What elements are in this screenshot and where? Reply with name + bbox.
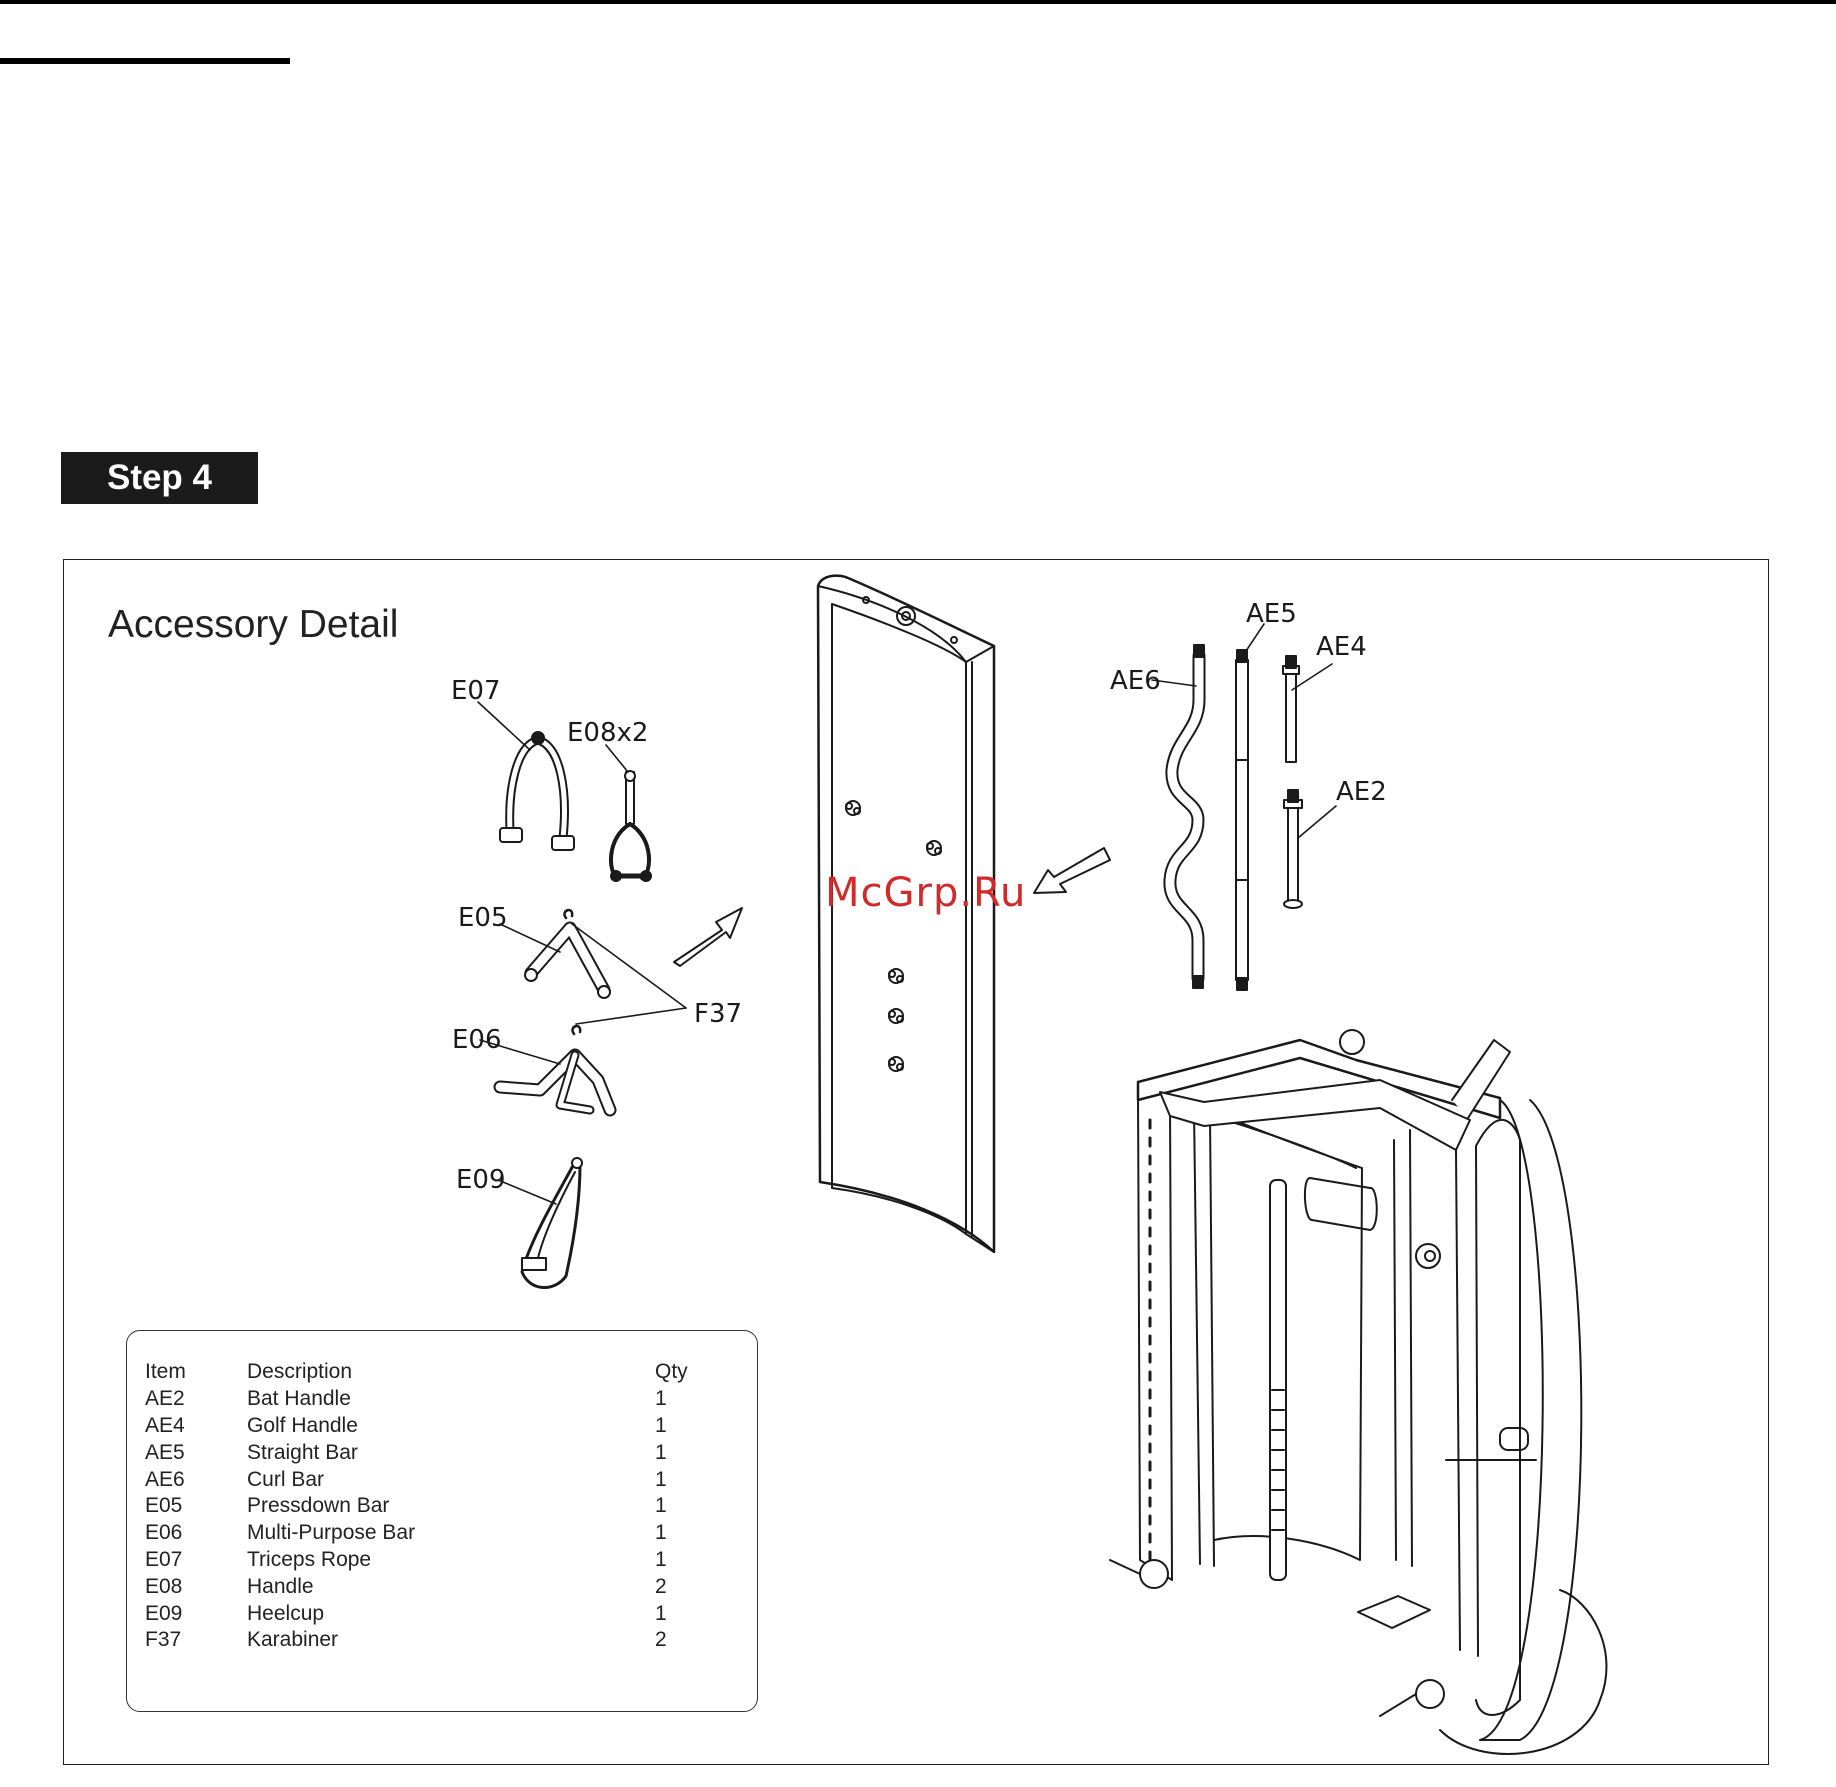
callout-e05: E05 (458, 903, 508, 933)
callout-ae6: AE6 (1110, 666, 1161, 696)
row-item: F37 (145, 1627, 247, 1654)
triceps-rope-drawing (500, 732, 574, 850)
golf-handle-drawing (1283, 656, 1299, 762)
row-qty: 1 (655, 1547, 715, 1574)
row-qty: 1 (655, 1439, 715, 1466)
callout-e09: E09 (456, 1165, 506, 1195)
row-qty: 1 (655, 1520, 715, 1547)
straight-bar-drawing (1236, 650, 1248, 990)
row-description: Handle (247, 1573, 655, 1600)
row-item: AE4 (145, 1413, 247, 1440)
row-description: Multi-Purpose Bar (247, 1520, 655, 1547)
row-qty: 1 (655, 1600, 715, 1627)
parts-table-header: Item Description Qty (145, 1359, 715, 1386)
row-item: AE5 (145, 1439, 247, 1466)
row-description: Pressdown Bar (247, 1493, 655, 1520)
callout-f37: F37 (694, 999, 742, 1029)
row-description: Curl Bar (247, 1466, 655, 1493)
row-qty: 1 (655, 1466, 715, 1493)
curl-bar-drawing (1170, 645, 1204, 988)
row-description: Bat Handle (247, 1386, 655, 1413)
callout-ae4: AE4 (1316, 632, 1367, 662)
header-qty: Qty (655, 1359, 715, 1386)
row-description: Karabiner (247, 1627, 655, 1654)
multi-purpose-bar-drawing (500, 1026, 610, 1110)
row-item: AE6 (145, 1466, 247, 1493)
row-description: Triceps Rope (247, 1547, 655, 1574)
callout-e08: E08x2 (567, 718, 648, 748)
row-description: Heelcup (247, 1600, 655, 1627)
bat-handle-drawing (1284, 790, 1302, 908)
row-qty: 1 (655, 1413, 715, 1440)
row-qty: 2 (655, 1627, 715, 1654)
install-arrow-left (674, 908, 742, 966)
watermark: McGrp.Ru (825, 870, 1026, 916)
row-description: Golf Handle (247, 1413, 655, 1440)
callout-e06: E06 (452, 1025, 502, 1055)
heelcup-drawing (522, 1158, 582, 1288)
header-item: Item (145, 1359, 247, 1386)
row-item: E06 (145, 1520, 247, 1547)
install-arrow-right (1034, 848, 1110, 893)
row-item: AE2 (145, 1386, 247, 1413)
row-qty: 1 (655, 1493, 715, 1520)
row-item: E08 (145, 1573, 247, 1600)
callout-e07: E07 (451, 676, 501, 706)
header-description: Description (247, 1359, 655, 1386)
row-item: E05 (145, 1493, 247, 1520)
pressdown-bar-drawing (525, 910, 610, 998)
row-qty: 2 (655, 1573, 715, 1600)
functional-trainer-drawing (1110, 1030, 1606, 1754)
callout-ae5: AE5 (1246, 599, 1297, 629)
row-qty: 1 (655, 1386, 715, 1413)
callout-ae2: AE2 (1336, 777, 1387, 807)
row-description: Straight Bar (247, 1439, 655, 1466)
row-item: E07 (145, 1547, 247, 1574)
row-item: E09 (145, 1600, 247, 1627)
handle-drawing (611, 771, 651, 881)
